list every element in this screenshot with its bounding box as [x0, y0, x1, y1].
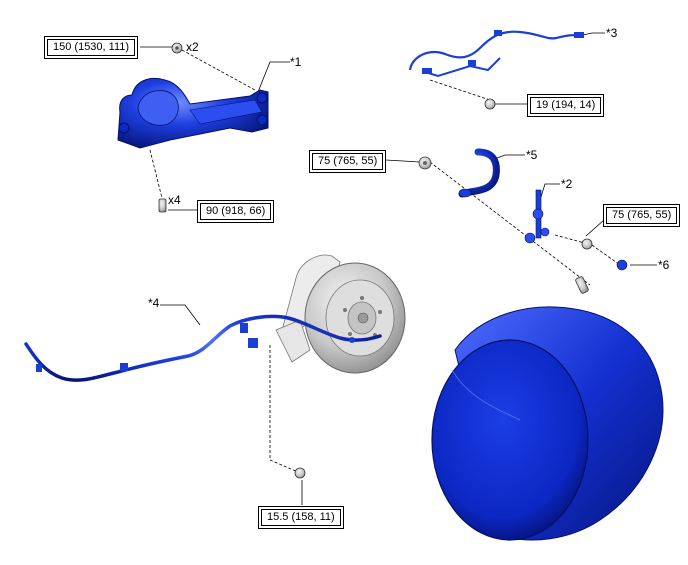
part-label-1: *1: [290, 55, 302, 69]
part-label-5: *5: [526, 148, 538, 162]
bolt-lower-arm: [158, 198, 167, 213]
torque-spec-upper-arm: 150 (1530, 111): [44, 36, 139, 59]
nut-upper-arm: [171, 42, 183, 54]
torque-spec-text: 150 (1530, 111): [47, 39, 136, 56]
torque-spec-link: 75 (765, 55): [603, 204, 681, 227]
spare-tire: [431, 306, 664, 541]
stabilizer-link: [524, 189, 550, 244]
speed-sensor-harness: [408, 30, 584, 78]
bolt-link: [575, 276, 589, 294]
part-label-2: *2: [561, 177, 573, 191]
quantity-label: x4: [168, 193, 181, 207]
hardware: [158, 42, 593, 479]
torque-spec-text: 15.5 (158, 11): [261, 509, 341, 526]
torque-spec-text: 19 (194, 14): [530, 97, 602, 114]
part-label-4: *4: [148, 296, 160, 310]
quantity-label: x2: [186, 40, 199, 54]
torque-spec-sensor: 19 (194, 14): [527, 94, 605, 117]
torque-spec-lower-arm: 90 (918, 66): [197, 200, 275, 223]
nut-link: [581, 238, 593, 250]
nut-brake-hose: [294, 467, 306, 479]
torque-spec-text: 90 (918, 66): [200, 203, 272, 220]
torque-spec-text: 75 (765, 55): [606, 207, 678, 224]
part-label-6: *6: [658, 258, 670, 272]
torque-spec-brake-hose: 15.5 (158, 11): [258, 506, 344, 529]
link-nut: [616, 259, 628, 271]
brake-cable: [24, 314, 382, 382]
box-leaders: [140, 46, 605, 505]
stabilizer-bar: [458, 148, 500, 198]
upper-control-arm: [117, 77, 269, 149]
dashed-leaders: [149, 49, 621, 473]
torque-spec-stabilizer: 75 (765, 55): [309, 150, 387, 173]
brake-disc-assembly: [275, 254, 406, 374]
nut-stabilizer: [418, 156, 432, 170]
bolt-sensor-bracket: [484, 98, 496, 110]
torque-spec-text: 75 (765, 55): [312, 153, 384, 170]
part-label-3: *3: [606, 26, 618, 40]
